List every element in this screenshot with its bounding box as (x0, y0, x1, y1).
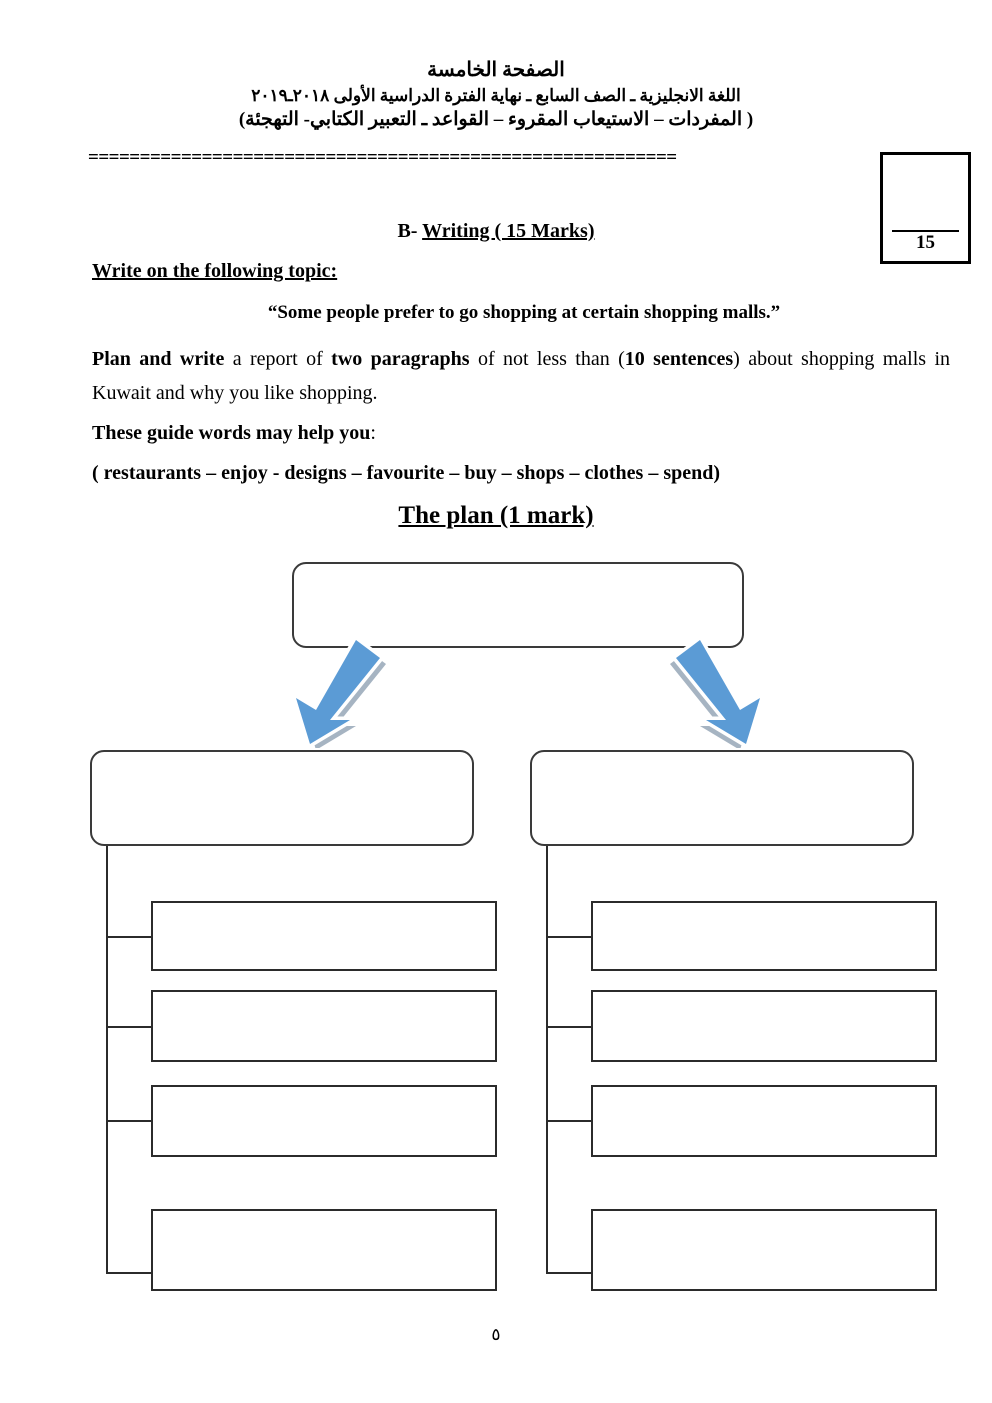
arrow-down-right-icon (670, 636, 764, 748)
plan-left-trunk (106, 846, 108, 1274)
section-heading: B- Writing ( 15 Marks) (0, 220, 992, 243)
marks-divider (892, 230, 959, 233)
plan-paragraph-2-detail-2[interactable] (591, 990, 937, 1062)
plan-right-connector-1 (546, 936, 592, 938)
page-header: الصفحة الخامسة اللغة الانجليزية ـ الصف ا… (0, 58, 992, 133)
marks-box: 15 (880, 152, 971, 264)
guide-words-label: These guide words may help you: (92, 422, 376, 445)
topic-quote: “Some people prefer to go shopping at ce… (267, 302, 781, 323)
plan-paragraph-2-box[interactable] (530, 750, 914, 846)
page-number: ٥ (491, 1325, 501, 1344)
plan-paragraph-1-detail-2[interactable] (151, 990, 497, 1062)
plan-left-connector-2 (106, 1026, 152, 1028)
prompt-paragraph: Plan and write a report of two paragraph… (92, 342, 950, 411)
plan-left-connector-3 (106, 1120, 152, 1122)
plan-paragraph-1-detail-3[interactable] (151, 1085, 497, 1157)
plan-left-connector-1 (106, 936, 152, 938)
prompt-bold-two-paragraphs: two paragraphs (331, 348, 470, 370)
guide-words-list: ( restaurants – enjoy - designs – favour… (92, 462, 721, 484)
skills-line: ( المفردات – الاستيعاب المقروء – القواعد… (238, 109, 754, 131)
marks-total-value: 15 (916, 232, 935, 254)
page-title: الصفحة الخامسة (427, 59, 565, 81)
plan-right-connector-4 (546, 1272, 592, 1274)
plan-left-connector-4 (106, 1272, 152, 1274)
marks-box-inner: 15 (892, 230, 959, 254)
prompt-text-2: of not less than ( (469, 348, 625, 370)
header-separator-rule: ========================================… (88, 148, 677, 167)
plan-right-connector-2 (546, 1026, 592, 1028)
plan-right-trunk (546, 846, 548, 1274)
prompt-text-3: ) about shopping malls in Kuwait and why… (92, 348, 951, 405)
plan-paragraph-1-detail-4[interactable] (151, 1209, 497, 1291)
plan-right-connector-3 (546, 1120, 592, 1122)
instruction-heading: Write on the following topic: (92, 260, 338, 282)
plan-paragraph-1-detail-1[interactable] (151, 901, 497, 971)
plan-paragraph-2-detail-3[interactable] (591, 1085, 937, 1157)
guide-words-label-text: These guide words may help you (92, 422, 371, 444)
plan-paragraph-2-detail-1[interactable] (591, 901, 937, 971)
plan-heading: The plan (1 mark) (0, 502, 992, 530)
guide-words-label-colon: : (370, 422, 376, 444)
plan-heading-text: The plan (1 mark) (398, 502, 594, 529)
arrow-down-left-icon (292, 636, 386, 748)
section-title-underlined: Writing ( 15 Marks) (422, 220, 595, 242)
subject-line: اللغة الانجليزية ـ الصف السابع ـ نهاية ا… (251, 86, 741, 105)
plan-paragraph-2-detail-4[interactable] (591, 1209, 937, 1291)
prompt-bold-plan-and-write: Plan and write (92, 348, 225, 370)
prompt-text-1: a report of (224, 348, 332, 370)
plan-paragraph-1-box[interactable] (90, 750, 474, 846)
prompt-bold-ten-sentences: 10 sentences (624, 348, 734, 370)
section-prefix: B- (397, 220, 423, 242)
plan-topic-box[interactable] (292, 562, 744, 648)
